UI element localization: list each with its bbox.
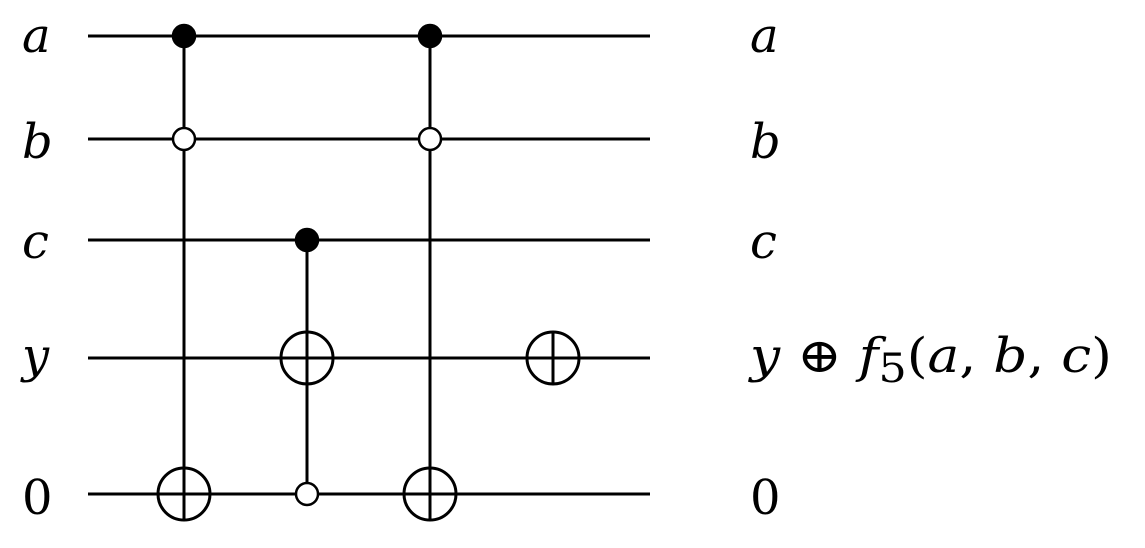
output-label-zero: 0 (750, 470, 781, 526)
gate-3-target-zero (402, 466, 458, 522)
output-open-paren: ( (907, 328, 928, 384)
output-label-b: b (750, 114, 781, 170)
output-label-y-expression: y ⊕ f5(a, b, c) (748, 328, 1112, 392)
gate-3-toffoli (402, 23, 458, 522)
output-arg-c: c (1061, 328, 1091, 384)
input-label-zero: 0 (22, 470, 53, 526)
input-label-c: c (22, 214, 49, 270)
gate-2-toffoli (279, 227, 335, 507)
output-comma-2: , (1027, 328, 1044, 384)
input-label-a: a (22, 8, 51, 64)
output-label-a: a (750, 8, 779, 64)
output-arg-a: a (928, 328, 960, 384)
output-comma-1: , (959, 328, 976, 384)
gate-3-control-a-filled (417, 23, 443, 49)
output-label-c: c (750, 214, 777, 270)
output-close-paren: ) (1091, 328, 1112, 384)
gate-3-control-b-open (417, 126, 443, 152)
input-label-y: y (20, 328, 50, 384)
output-arg-b: b (993, 328, 1027, 384)
gate-1-control-b-open (171, 126, 197, 152)
gate-4-target-y (525, 330, 581, 386)
gate-4-not (525, 330, 581, 386)
gate-1-control-a-filled (171, 23, 197, 49)
gate-2-control-zero-open (294, 481, 320, 507)
output-f-subscript: 5 (878, 346, 906, 392)
output-y-symbol: y (748, 328, 781, 384)
input-label-b: b (22, 114, 53, 170)
gate-2-control-c-filled (294, 227, 320, 253)
gate-1-target-zero (156, 466, 212, 522)
gate-2-target-y (279, 330, 335, 386)
gate-1-toffoli (156, 23, 212, 522)
output-oplus-symbol: ⊕ (797, 328, 842, 384)
